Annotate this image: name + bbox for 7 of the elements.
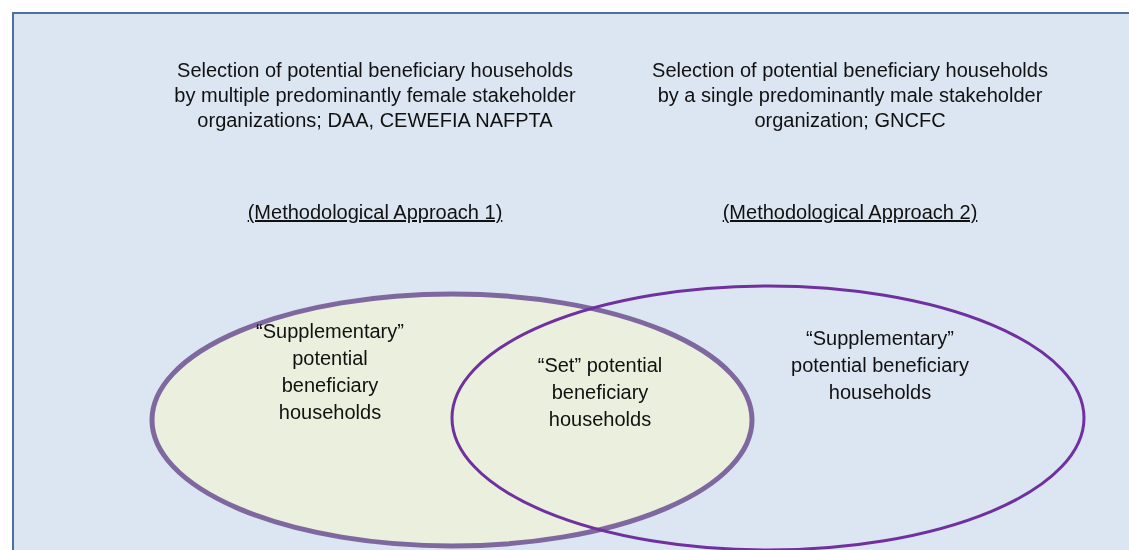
set-label: “Supplementary” potential beneficiary households — [790, 326, 970, 405]
heading-text: Selection of potential beneficiary households by multiple predominantly female stakeholder organizations; DAA, CEWEFIA NAFPTA — [173, 58, 577, 133]
heading-text: Selection of potential beneficiary households by a single predominantly male stakeholder organization; GNCFC — [651, 58, 1049, 133]
set-label: “Set” potential beneficiary households — [536, 353, 664, 432]
approach-label: (Methodological Approach 2) — [721, 200, 979, 225]
set-label: “Supplementary” potential beneficiary households — [255, 319, 405, 425]
approach-label: (Methodological Approach 1) — [246, 200, 504, 225]
